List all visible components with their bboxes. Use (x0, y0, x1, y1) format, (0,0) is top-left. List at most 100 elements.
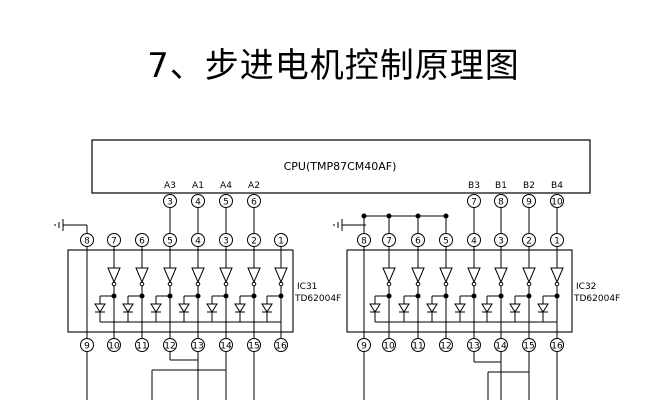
pin-number: 7 (111, 237, 117, 247)
buffer-bubble (111, 281, 117, 287)
cpu-signal-label: B3 (468, 181, 480, 191)
pin-number: 9 (361, 342, 367, 352)
buffer-bubble (223, 281, 229, 287)
junction-dot (139, 293, 145, 299)
buffer-bubble (139, 281, 145, 287)
pin-circle (107, 233, 121, 247)
pin-number: 3 (498, 237, 504, 247)
junction-dot (554, 293, 560, 299)
cpu-signal-label: B4 (551, 181, 563, 191)
pin-number: 4 (195, 237, 201, 247)
pin-circle (439, 338, 453, 352)
buffer-bubble (251, 281, 257, 287)
pin-number: 13 (192, 342, 203, 352)
pin-number: 10 (551, 198, 563, 208)
junction-dot (361, 213, 367, 219)
diode-icon (537, 303, 549, 313)
diode-icon (150, 303, 162, 313)
pin-number: 4 (471, 237, 477, 247)
cpu-block (91, 139, 591, 194)
junction-dot (111, 293, 117, 299)
buffer-bubble (167, 281, 173, 287)
junction-dot (167, 293, 173, 299)
diode-icon (454, 303, 466, 313)
diode-icon (122, 303, 134, 313)
buffer-triangle (191, 267, 205, 284)
buffer-triangle (135, 267, 149, 284)
diode-icon (369, 303, 381, 313)
diode-icon (94, 303, 106, 313)
pin-number: 2 (526, 237, 532, 247)
pin-circle (135, 233, 149, 247)
buffer-bubble (278, 281, 284, 287)
buffer-bubble (386, 281, 392, 287)
diagram-title: 7、步进电机控制原理图 (147, 46, 520, 86)
pin-circle (274, 233, 288, 247)
pin-number: 3 (223, 237, 229, 247)
cpu-signal-label: A1 (192, 181, 204, 191)
ic32-package (346, 249, 573, 333)
junction-dot (443, 293, 449, 299)
pin-number: 4 (195, 198, 201, 208)
pin-number: 13 (468, 342, 479, 352)
diode-icon (234, 303, 246, 313)
buffer-triangle (494, 267, 508, 284)
diode-icon (206, 303, 218, 313)
pin-number: 5 (223, 198, 229, 208)
buffer-bubble (526, 281, 532, 287)
ic32-part: TD62004F (573, 294, 620, 304)
ic31-part: TD62004F (294, 294, 341, 304)
pin-circle (274, 338, 288, 352)
pin-number: 8 (361, 237, 367, 247)
diode-icon (426, 303, 438, 313)
pin-number: 7 (386, 237, 392, 247)
junction-dot (471, 293, 477, 299)
pin-circle (382, 338, 396, 352)
cpu-signal-label: A4 (220, 181, 232, 191)
pin-number: 3 (167, 198, 173, 208)
cpu-label: CPU(TMP87CM40AF) (284, 160, 397, 173)
cpu-signal-label: B2 (523, 181, 535, 191)
cpu-signal-label: B1 (495, 181, 507, 191)
pin-number: 6 (251, 198, 257, 208)
pin-number: 6 (415, 237, 421, 247)
buffer-triangle (274, 267, 288, 284)
buffer-triangle (467, 267, 481, 284)
buffer-triangle (247, 267, 261, 284)
buffer-triangle (163, 267, 177, 284)
buffer-bubble (195, 281, 201, 287)
buffer-triangle (550, 267, 564, 284)
junction-dot (195, 293, 201, 299)
pin-number: 10 (108, 342, 120, 352)
pin-circle (411, 338, 425, 352)
junction-dot (251, 293, 257, 299)
ic31-package (67, 249, 294, 333)
junction-dot (386, 213, 392, 219)
pin-number: 1 (278, 237, 284, 247)
pin-number: 9 (526, 198, 532, 208)
buffer-triangle (219, 267, 233, 284)
pin-number: 6 (139, 237, 145, 247)
cpu-signal-label: A2 (248, 181, 260, 191)
buffer-bubble (554, 281, 560, 287)
diode-icon (178, 303, 190, 313)
diode-icon (398, 303, 410, 313)
pin-number: 11 (412, 342, 423, 352)
pin-circle (107, 338, 121, 352)
buffer-triangle (411, 267, 425, 284)
junction-dot (278, 293, 284, 299)
junction-dot (526, 293, 532, 299)
pin-number: 15 (248, 342, 259, 352)
buffer-bubble (498, 281, 504, 287)
pin-number: 11 (136, 342, 147, 352)
ic31-ref: IC31 (297, 282, 317, 292)
buffer-triangle (107, 267, 121, 284)
junction-dot (223, 293, 229, 299)
pin-number: 9 (84, 342, 90, 352)
pin-number: 15 (523, 342, 534, 352)
junction-dot (386, 293, 392, 299)
pin-number: 14 (220, 342, 232, 352)
buffer-triangle (439, 267, 453, 284)
junction-dot (415, 213, 421, 219)
